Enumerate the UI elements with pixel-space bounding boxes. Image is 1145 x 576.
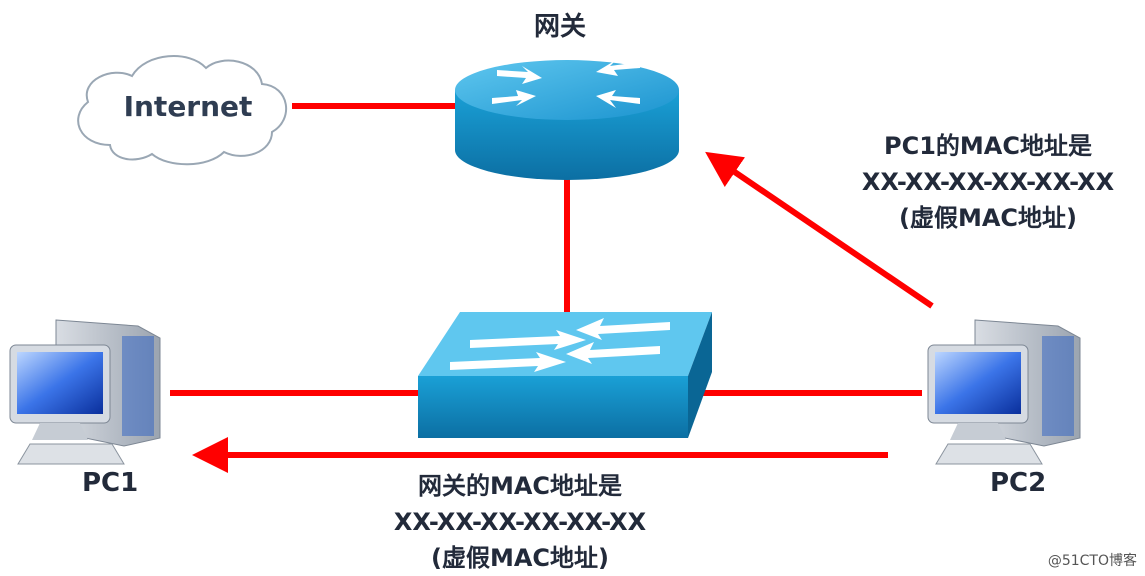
note-line-3: (虚假MAC地址) — [430, 544, 609, 572]
note-line-1: 网关的MAC地址是 — [417, 472, 623, 500]
internet-cloud-icon — [77, 55, 288, 166]
note-line-1: PC1的MAC地址是 — [884, 132, 1092, 160]
fake-mac-note-to-pc1: 网关的MAC地址是 XX-XX-XX-XX-XX-XX (虚假MAC地址) — [350, 468, 690, 576]
switch-icon — [418, 312, 712, 438]
gateway-label: 网关 — [534, 12, 587, 42]
note-line-3: (虚假MAC地址) — [898, 204, 1077, 232]
pc1-label: PC1 — [82, 468, 139, 498]
router-icon — [455, 60, 679, 180]
watermark-text: @51CTO博客 — [1047, 553, 1137, 569]
pc2-computer-icon — [927, 319, 1081, 465]
note-line-2: XX-XX-XX-XX-XX-XX — [393, 508, 647, 536]
note-line-2: XX-XX-XX-XX-XX-XX — [861, 168, 1115, 196]
pc2-label: PC2 — [990, 468, 1047, 498]
arrow-pc2-to-gateway — [705, 151, 934, 309]
fake-mac-note-to-gateway: PC1的MAC地址是 XX-XX-XX-XX-XX-XX (虚假MAC地址) — [838, 128, 1138, 236]
pc1-computer-icon — [9, 319, 161, 465]
internet-label: Internet — [123, 90, 253, 123]
